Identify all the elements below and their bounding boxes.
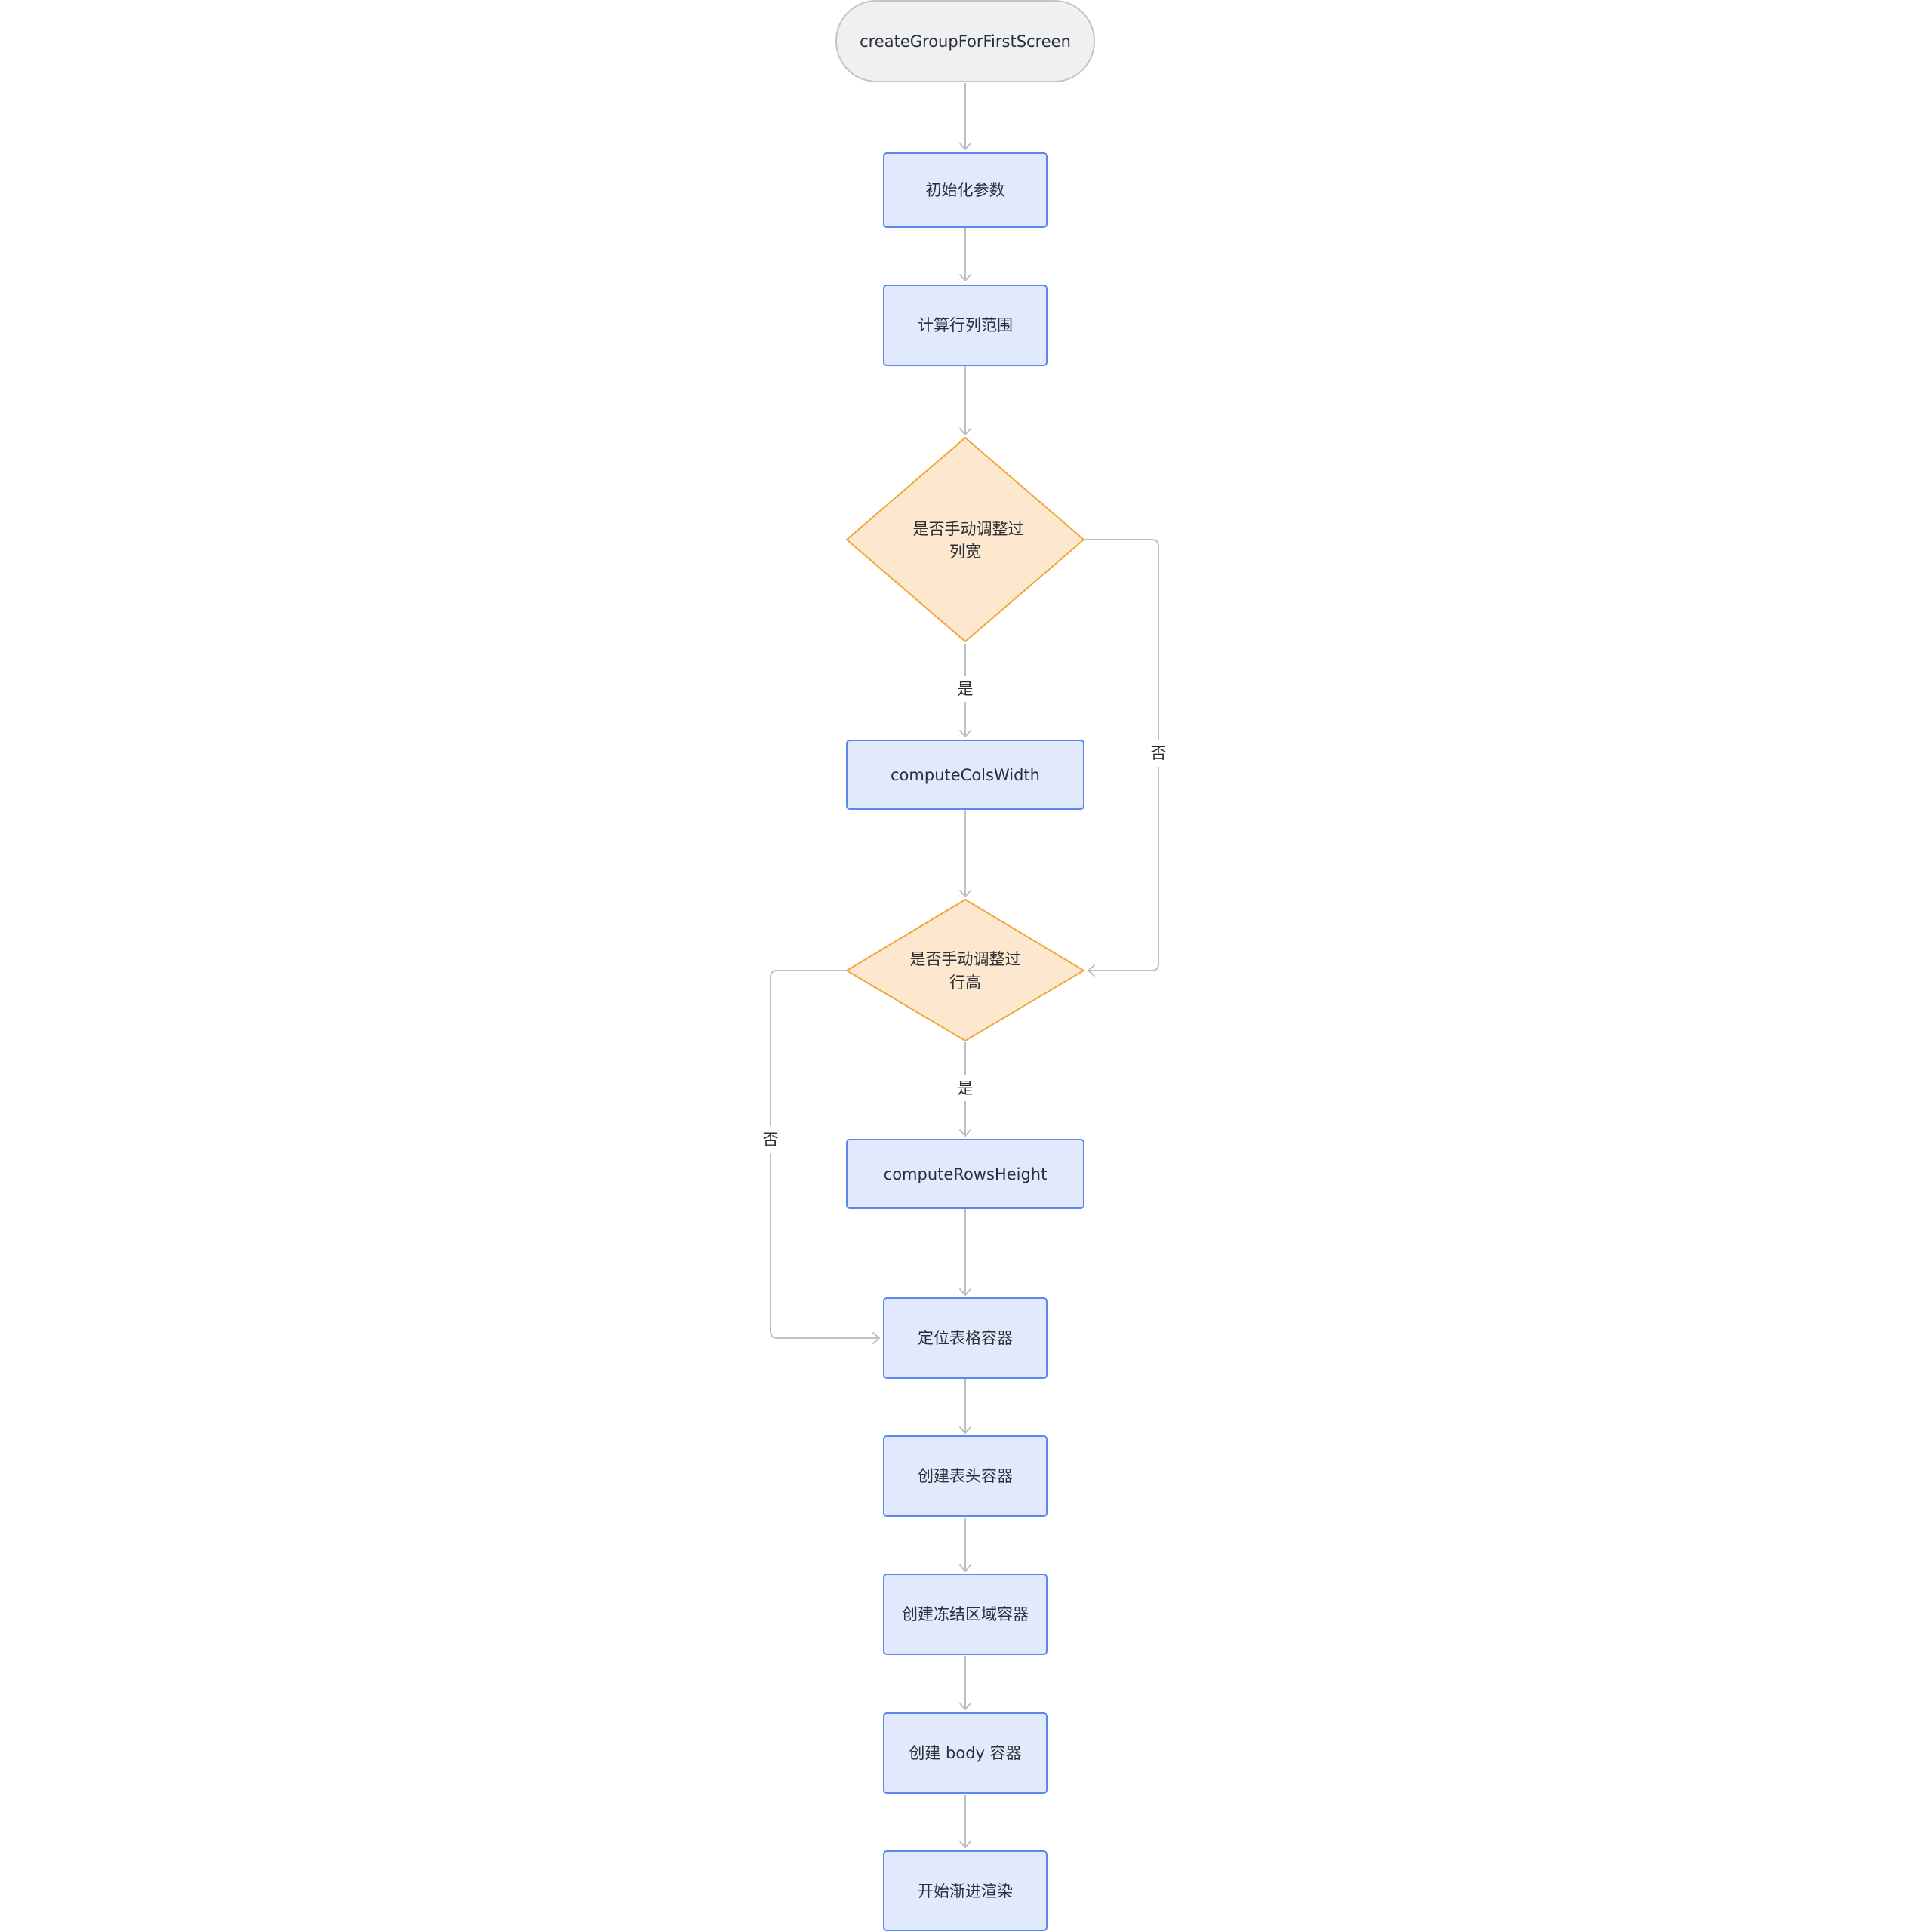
node-row-decision: 是否手动调整过 行高 bbox=[845, 898, 1085, 1042]
nodes: createGroupForFirstScreen 初始化参数 计算行列范围 是… bbox=[835, 0, 1095, 1931]
node-create-frozen: 创建冻结区域容器 bbox=[883, 1574, 1048, 1655]
process-shape bbox=[883, 285, 1048, 366]
node-label: 创建 body 容器 bbox=[909, 1744, 1021, 1762]
edge-body-to-render bbox=[959, 1795, 971, 1848]
node-compute-cols: computeColsWidth bbox=[846, 740, 1084, 810]
edges: 是 否 是 否 bbox=[759, 83, 1170, 1848]
edge-col-decision-no: 否 bbox=[1084, 539, 1170, 977]
node-label: 创建冻结区域容器 bbox=[902, 1605, 1029, 1623]
node-create-body: 创建 body 容器 bbox=[883, 1712, 1048, 1794]
node-label: createGroupForFirstScreen bbox=[860, 32, 1071, 51]
edge-locate-to-header bbox=[959, 1379, 971, 1434]
process-shape bbox=[883, 1850, 1048, 1931]
process-shape bbox=[883, 152, 1048, 228]
edge-label-no: 否 bbox=[763, 1131, 779, 1149]
edge-row-decision-yes: 是 bbox=[954, 1042, 977, 1137]
edge-label-no: 否 bbox=[1151, 744, 1167, 762]
decision-shape bbox=[845, 436, 1085, 643]
edge-label-yes: 是 bbox=[958, 1079, 974, 1097]
node-label: 创建表头容器 bbox=[918, 1467, 1013, 1485]
process-shape bbox=[883, 1712, 1048, 1794]
edge-calc-range-to-col-decision bbox=[959, 366, 971, 435]
edge-start-to-init-params bbox=[959, 83, 971, 150]
node-label: 初始化参数 bbox=[926, 181, 1005, 199]
process-shape bbox=[883, 1297, 1048, 1379]
decision-shape bbox=[845, 898, 1085, 1042]
node-start-render: 开始渐进渲染 bbox=[883, 1850, 1048, 1931]
node-create-header: 创建表头容器 bbox=[883, 1435, 1048, 1517]
edge-init-params-to-calc-range bbox=[959, 228, 971, 281]
node-col-decision: 是否手动调整过 列宽 bbox=[845, 436, 1085, 643]
process-shape bbox=[846, 1139, 1084, 1209]
node-label-line-1: 是否手动调整过 bbox=[910, 950, 1021, 968]
terminal-shape bbox=[835, 0, 1095, 82]
edge-frozen-to-body bbox=[959, 1656, 971, 1710]
node-label: computeRowsHeight bbox=[884, 1165, 1048, 1183]
node-label-line-1: 是否手动调整过 bbox=[913, 520, 1024, 538]
edge-label-yes: 是 bbox=[958, 680, 974, 698]
process-shape bbox=[883, 1435, 1048, 1517]
node-calc-range: 计算行列范围 bbox=[883, 285, 1048, 366]
edge-header-to-frozen bbox=[959, 1518, 971, 1572]
node-label-line-2: 列宽 bbox=[949, 543, 981, 561]
node-init-params: 初始化参数 bbox=[883, 152, 1048, 228]
edge-row-decision-no: 否 bbox=[759, 970, 880, 1344]
edge-col-decision-yes: 是 bbox=[954, 644, 977, 737]
node-compute-rows: computeRowsHeight bbox=[846, 1139, 1084, 1209]
node-label: computeColsWidth bbox=[891, 766, 1040, 784]
node-label: 定位表格容器 bbox=[918, 1329, 1013, 1347]
edge-compute-cols-to-row-decision bbox=[959, 810, 971, 897]
node-start: createGroupForFirstScreen bbox=[835, 0, 1095, 82]
node-label: 计算行列范围 bbox=[918, 316, 1013, 334]
node-label: 开始渐进渲染 bbox=[918, 1882, 1013, 1900]
node-locate-container: 定位表格容器 bbox=[883, 1297, 1048, 1379]
edge-compute-rows-to-locate-container bbox=[959, 1209, 971, 1296]
process-shape bbox=[846, 740, 1084, 810]
process-shape bbox=[883, 1574, 1048, 1655]
node-label-line-2: 行高 bbox=[949, 974, 981, 992]
